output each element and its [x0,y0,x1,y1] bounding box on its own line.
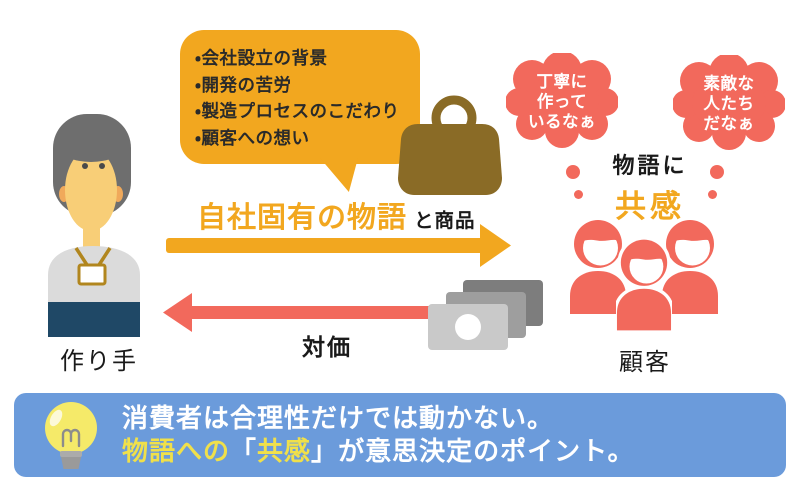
lightbulb-icon [45,402,97,469]
speech-bubble-tail [320,158,358,192]
banner-line2: 物語への「共感」が意思決定のポイント。 [122,435,635,468]
banner-text: 消費者は合理性だけでは動かない。 物語への「共感」が意思決定のポイント。 [122,402,635,468]
product-bag-icon [398,95,502,195]
thought-text-right: 素敵な 人たち だなぁ [673,55,785,153]
thought-bubble-right: 素敵な 人たち だなぁ [673,55,785,153]
story-flow-emphasis: 自社固有の物語 [197,202,408,234]
thought-dot [708,190,717,199]
banner-line2-rest: が意思決定のポイント。 [338,436,635,466]
speech-bubble-item: ・顧客への想い [195,127,310,148]
banner-line2-highlight: 物語への [122,436,231,466]
empathy-caption: 物語に 共感 [594,148,706,226]
banner-line2-emphasis: 共感 [257,436,312,466]
banner-line1: 消費者は合理性だけでは動かない。 [122,403,555,433]
maker-person-illustration [48,114,140,337]
thought-line: 素敵な [703,75,755,93]
story-flow-suffix: と商品 [414,210,476,232]
thought-cloud-shape [506,53,618,148]
banner-line2-bracket-close: 」 [311,436,339,466]
empathy-word: 共感 [615,189,685,224]
story-flow-caption: 自社固有の物語 と商品 [197,194,476,236]
money-bill-circle [455,314,481,340]
banner-line2-bracket-open: 「 [230,436,258,466]
money-bills-icon [428,280,543,352]
thought-dot [574,190,583,199]
story-arrow-right-head [480,224,511,267]
story-arrow-right-shaft [166,238,484,253]
thought-bubble-left: 丁寧に 作って いるなぁ [506,53,618,151]
price-label: 対価 [302,334,352,360]
speech-bubble-item: ・会社設立の背景 [195,48,328,68]
customers-label: 顧客 [619,349,671,376]
money-bill-front [428,304,508,350]
thought-line: だなぁ [703,115,755,133]
price-arrow-left-head [163,293,192,332]
customer-icon-left [570,220,626,314]
thought-cloud-shape [673,55,785,150]
maker-label: 作り手 [60,348,138,375]
thought-line: 人たち [703,95,755,113]
price-arrow-left-shaft [186,306,460,319]
thought-dot [710,165,724,179]
customer-icon-center [616,236,672,334]
thought-line: 丁寧に [536,73,588,91]
customer-icon-right [662,220,718,314]
thought-text-left: 丁寧に 作って いるなぁ [506,53,618,151]
speech-bubble-item: ・開発の苦労 [195,74,292,95]
thought-line: いるなぁ [528,113,596,131]
speech-bubble-item: ・製造プロセスのこだわり [195,101,400,121]
empathy-prefix: 物語に [612,153,688,178]
thought-dot [566,165,580,179]
key-point-banner: 消費者は合理性だけでは動かない。 物語への「共感」が意思決定のポイント。 [14,393,786,477]
story-points-speech-bubble: ・会社設立の背景 ・開発の苦労 ・製造プロセスのこだわり ・顧客への想い [180,30,420,164]
thought-line: 作って [536,93,588,111]
